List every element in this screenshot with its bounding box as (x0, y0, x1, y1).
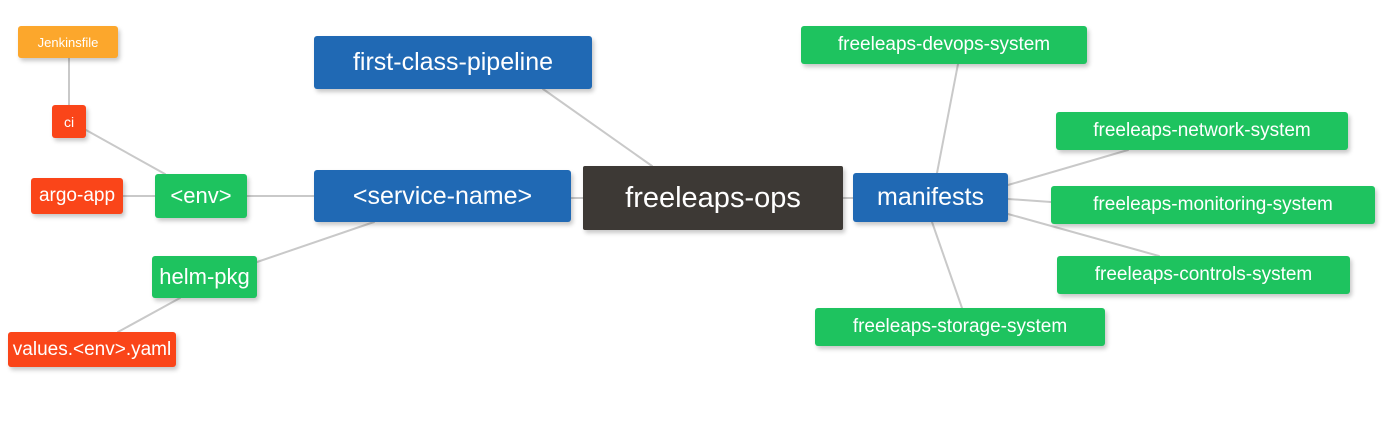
edge-manifests-to-freeleaps-storage-system (931, 221, 963, 309)
node-label: ci (63, 113, 75, 130)
node-label: freeleaps-controls-system (1094, 264, 1313, 285)
node-helm-pkg[interactable]: helm-pkg (152, 256, 257, 298)
node-label: freeleaps-network-system (1093, 120, 1311, 141)
node-freeleaps-monitoring-system[interactable]: freeleaps-monitoring-system (1051, 186, 1375, 224)
node-label: manifests (877, 183, 984, 211)
node-label: freeleaps-monitoring-system (1093, 194, 1333, 215)
edge-first-class-pipeline-to-freeleaps-ops (542, 88, 653, 167)
edge-manifests-to-freeleaps-devops-system (936, 63, 959, 174)
node-ci[interactable]: ci (52, 105, 86, 138)
node-env[interactable]: <env> (155, 174, 247, 218)
node-label: <service-name> (352, 181, 533, 210)
node-values-yaml[interactable]: values.<env>.yaml (8, 332, 176, 367)
node-manifests[interactable]: manifests (853, 173, 1008, 222)
node-freeleaps-ops[interactable]: freeleaps-ops (583, 166, 843, 230)
node-jenkinsfile[interactable]: Jenkinsfile (18, 26, 118, 58)
node-label: argo-app (38, 185, 116, 206)
node-label: first-class-pipeline (352, 48, 554, 76)
node-freeleaps-devops-system[interactable]: freeleaps-devops-system (801, 26, 1087, 64)
node-label: Jenkinsfile (37, 34, 99, 50)
node-label: freeleaps-storage-system (852, 316, 1068, 337)
edge-manifests-to-freeleaps-network-system (1007, 149, 1129, 186)
node-freeleaps-controls-system[interactable]: freeleaps-controls-system (1057, 256, 1350, 294)
node-label: freeleaps-ops (625, 181, 801, 214)
node-label: freeleaps-devops-system (837, 34, 1051, 55)
edge-helm-pkg-to-service-name (256, 221, 375, 263)
node-freeleaps-network-system[interactable]: freeleaps-network-system (1056, 112, 1348, 150)
node-service-name[interactable]: <service-name> (314, 170, 571, 222)
edge-manifests-to-freeleaps-monitoring-system (1007, 198, 1052, 203)
node-label: helm-pkg (159, 264, 250, 289)
node-freeleaps-storage-system[interactable]: freeleaps-storage-system (815, 308, 1105, 346)
edge-values-yaml-to-helm-pkg (117, 297, 181, 333)
node-label: values.<env>.yaml (12, 338, 172, 360)
node-label: <env> (170, 183, 232, 208)
edge-ci-to-env (85, 129, 166, 175)
node-first-class-pipeline[interactable]: first-class-pipeline (314, 36, 592, 89)
node-argo-app[interactable]: argo-app (31, 178, 123, 214)
